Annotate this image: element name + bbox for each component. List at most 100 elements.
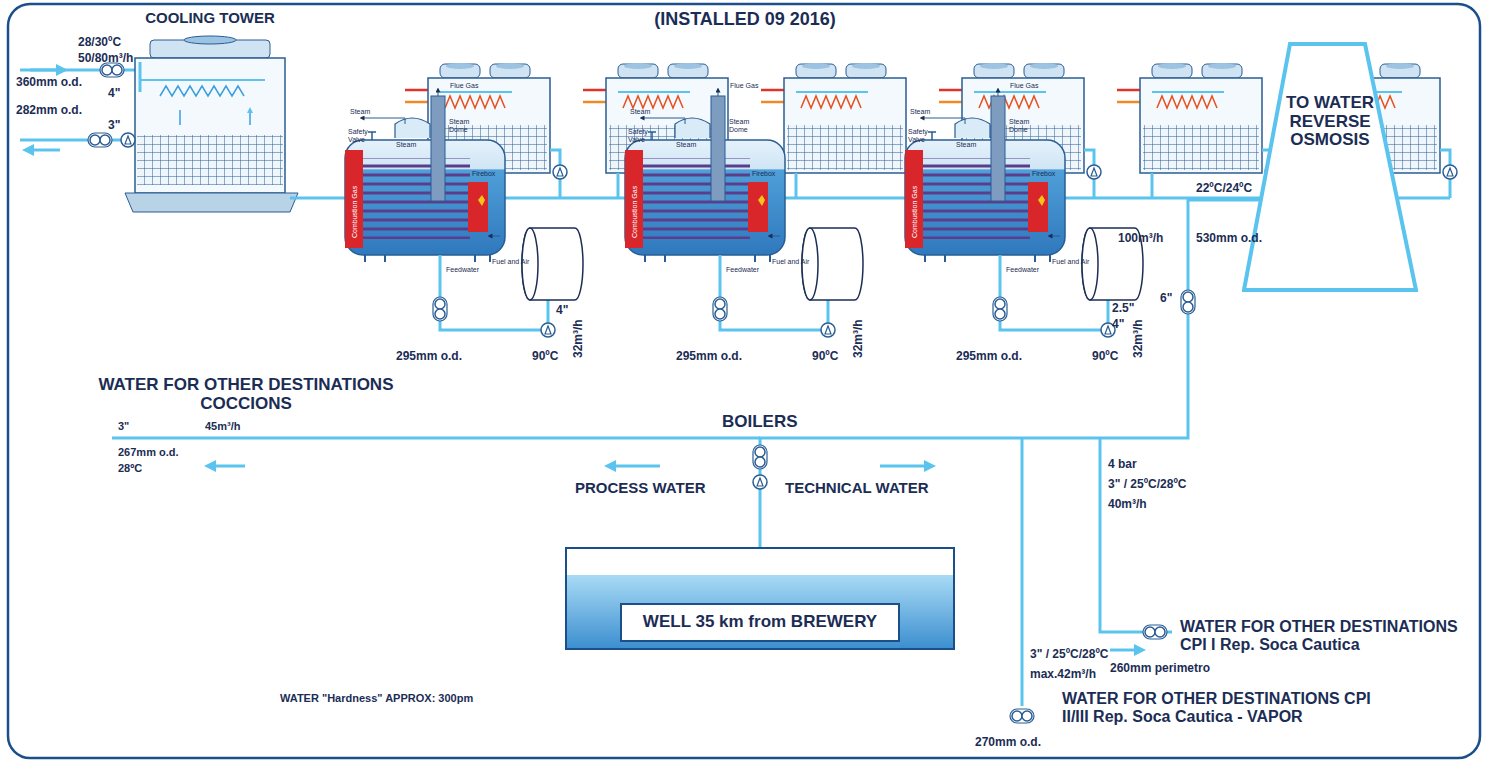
water-main (880, 465, 930, 468)
water-main (1110, 649, 1140, 652)
cooling-tower-drawing (160, 86, 244, 96)
pipe-label: 295mm o.d. (676, 350, 742, 363)
boiler-part-label: Fuel and Air (1052, 258, 1089, 266)
pipe-label: PROCESS WATER (575, 480, 706, 497)
boiler-part-label: Flue Gas (450, 82, 478, 90)
boiler-part-label: Feedwater (1006, 266, 1039, 274)
pipe-label: 270mm o.d. (975, 736, 1041, 749)
node-label: TO WATER REVERSE OSMOSIS (1274, 94, 1386, 150)
pipe-label: 90ºC (532, 350, 558, 363)
pipe-label: TECHNICAL WATER (785, 480, 929, 497)
cooling-tower-drawing (139, 62, 142, 92)
pipe-illustration (905, 90, 1143, 337)
valve-pair (1010, 709, 1034, 723)
valve-pair (1143, 625, 1167, 639)
cooling-tower-drawing (135, 58, 285, 193)
cooling-tower-drawing (28, 149, 60, 152)
frame-border (8, 4, 1480, 758)
pipe-label: WATER "Hardness" APPROX: 300pm (280, 692, 473, 704)
reverse-osmosis-tank: TO WATER REVERSE OSMOSIS (1242, 42, 1418, 292)
pipe-label: 3" (118, 420, 129, 432)
pipe-label: 32m³/h (852, 319, 865, 358)
pipe-label: 6" (1160, 292, 1172, 305)
boiler-part-label: Combustion Gas (631, 186, 639, 238)
boiler-part-label: Firebox (752, 170, 775, 178)
pipe-illustration (1117, 63, 1279, 198)
pipe-label: 40m³/h (1108, 498, 1147, 511)
cooling-tower-drawing (125, 193, 298, 212)
pipe-label: WATER FOR OTHER DESTINATIONS CPI II/III … (1062, 690, 1397, 725)
pipe-illustration (625, 90, 863, 337)
trapezoid-outline (1242, 42, 1418, 292)
pipe-label: 90ºC (1092, 350, 1118, 363)
pipe-label: 3" / 25ºC/28ºC (1030, 648, 1109, 661)
node-label: COOLING TOWER (120, 10, 300, 27)
pipe-label: 32m³/h (1132, 319, 1145, 358)
cooling-tower-drawing (100, 63, 124, 77)
pipe-label: 28ºC (118, 462, 142, 474)
cooling-tower-drawing (30, 69, 62, 72)
boiler-part-label: Steam (676, 141, 696, 149)
boiler-part-label: Feedwater (446, 266, 479, 274)
boiler-part-label: Flue Gas (730, 82, 758, 90)
boiler-part-label: Steam (396, 141, 416, 149)
trapezoid-outline (1244, 44, 1416, 290)
pipe-label: 295mm o.d. (396, 350, 462, 363)
cooling-tower-drawing (121, 133, 135, 147)
pump-symbol (753, 475, 767, 489)
valve-pair (753, 445, 767, 469)
boiler-part-label: Safety Valve (628, 128, 658, 143)
water-main (1100, 438, 1172, 632)
boiler-part-label: Fuel and Air (492, 258, 529, 266)
boiler-part-label: Steam Dome (729, 118, 763, 133)
boiler-part-label: Fuel and Air (772, 258, 809, 266)
cooling-tower-drawing (140, 79, 265, 81)
pipe-label: 3" (108, 119, 120, 132)
pipe-label: 2.5" (1112, 302, 1134, 315)
boiler-part-label: Steam (350, 108, 370, 116)
pipe-label: 4 bar (1108, 458, 1137, 471)
pipe-label: BOILERS (722, 413, 798, 432)
pipe-label: WATER FOR OTHER DESTINATIONS CPI I Rep. … (1180, 618, 1475, 653)
cooling-tower-drawing (137, 135, 283, 185)
pipe-label: 260mm perimetro (1110, 662, 1210, 675)
pipe-label: 530mm o.d. (1196, 232, 1262, 245)
pipe-label: 4" (1112, 318, 1124, 331)
pipe-label: 4" (108, 87, 120, 100)
pipe-label: max.42m³/h (1030, 668, 1096, 681)
boiler-part-label: Flue Gas (1010, 82, 1038, 90)
boiler-part-label: Steam Dome (449, 118, 483, 133)
pipe-label: 282mm o.d. (16, 104, 82, 117)
pipe-label: 32m³/h (572, 319, 585, 358)
water-main (610, 465, 660, 468)
boiler-part-label: Combustion Gas (911, 186, 919, 238)
boiler-part-label: Safety Valve (348, 128, 378, 143)
pipe-label: 28/30ºC (78, 36, 121, 49)
boiler-part-label: Safety Valve (908, 128, 938, 143)
pipe-label: 4" (556, 304, 568, 317)
pipe-label: 3" / 25ºC/28ºC (1108, 478, 1187, 491)
valve-pair (1181, 290, 1195, 314)
pipe-label: 22ºC/24ºC (1196, 182, 1252, 195)
pipe-label: 267mm o.d. (118, 446, 179, 458)
cooling-tower-drawing (184, 36, 236, 44)
pipe-label: 295mm o.d. (956, 350, 1022, 363)
pipe-label: 360mm o.d. (16, 76, 82, 89)
cooling-tower-drawing (180, 110, 250, 125)
pipe-label: 50/80m³/h (78, 52, 133, 65)
water-main (210, 465, 245, 468)
water-main (112, 437, 760, 440)
boiler-part-label: Firebox (1032, 170, 1055, 178)
pipe-label: WATER FOR OTHER DESTINATIONS COCCIONS (96, 376, 396, 413)
water-main (112, 438, 1172, 706)
cooling-tower-drawing (88, 133, 112, 147)
boiler-part-label: Steam Dome (1009, 118, 1043, 133)
boiler-part-label: Steam (910, 108, 930, 116)
boiler-part-label: Feedwater (726, 266, 759, 274)
pipe-label: 100m³/h (1118, 232, 1163, 245)
boiler-part-label: Steam (630, 108, 650, 116)
pipe-label: 90ºC (812, 350, 838, 363)
diagram-title: (INSTALLED 09 2016) (654, 10, 836, 30)
pipe-label: 45m³/h (205, 420, 240, 432)
